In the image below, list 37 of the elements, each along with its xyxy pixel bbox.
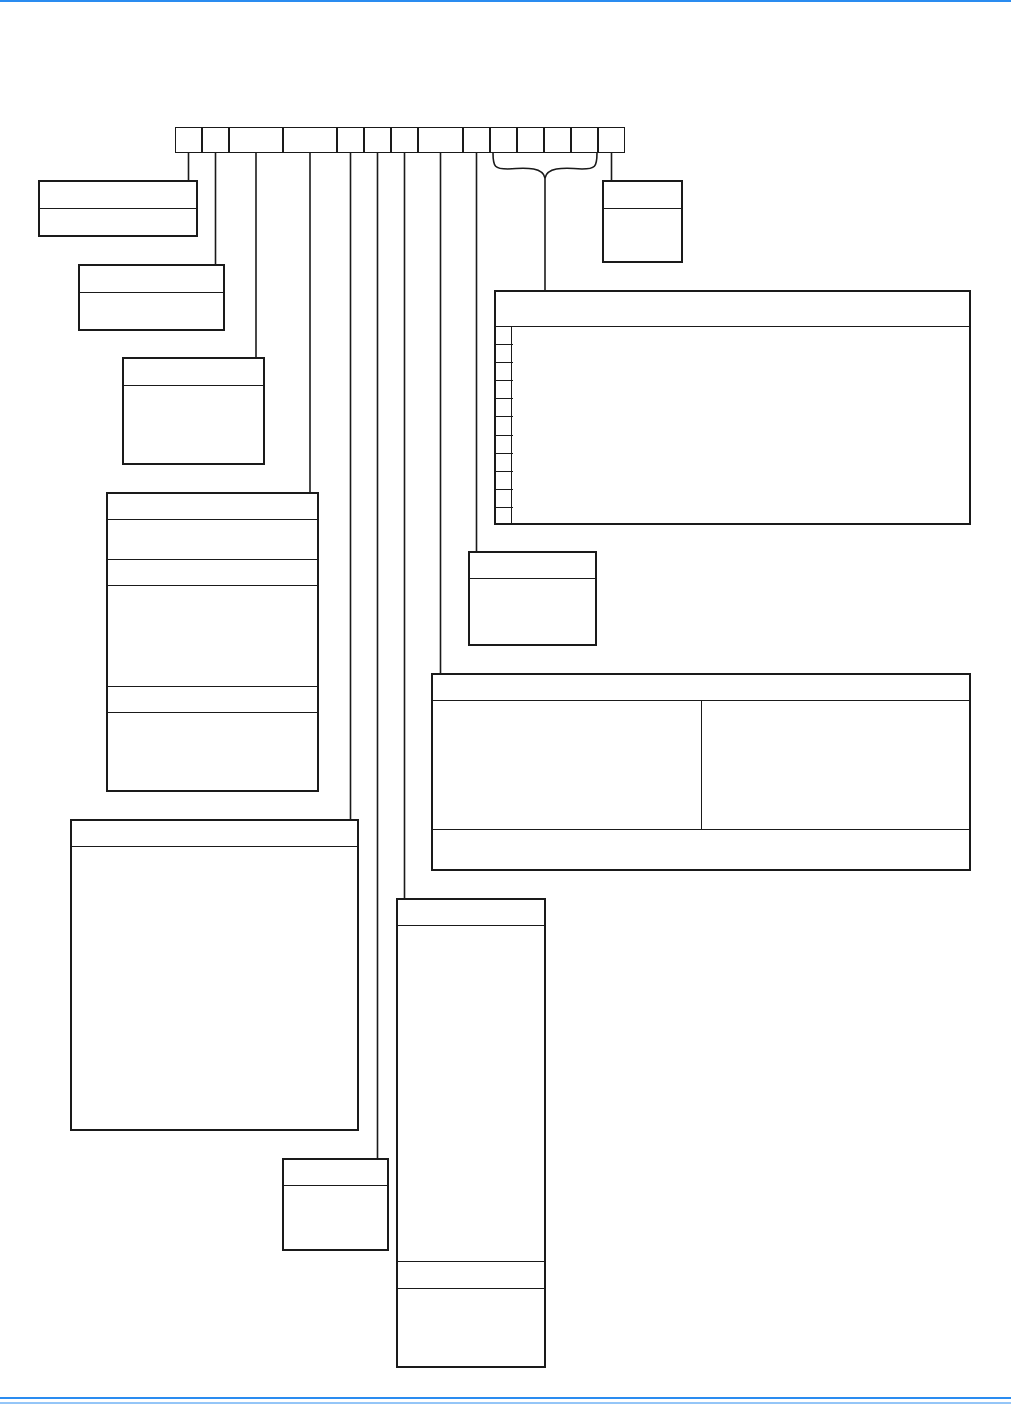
description-table: [468, 551, 597, 646]
connector-line: [255, 152, 257, 358]
code-cell: [202, 127, 229, 153]
description-table: [122, 357, 265, 465]
connector-line: [475, 152, 478, 552]
code-cell: [544, 127, 571, 153]
code-cell: [337, 127, 364, 153]
connector-line: [403, 152, 406, 899]
description-table: [282, 1158, 389, 1251]
connector-line: [610, 152, 613, 181]
code-cell: [490, 127, 517, 153]
code-cell: [418, 127, 463, 153]
description-table: [70, 819, 359, 1131]
description-table: [106, 492, 319, 792]
code-cell: [283, 127, 337, 153]
description-table: [78, 264, 225, 331]
code-cell: [463, 127, 490, 153]
code-cell: [517, 127, 544, 153]
code-cell: [598, 127, 625, 153]
code-cell: [175, 127, 202, 153]
connector-line: [187, 152, 190, 181]
connector-line: [544, 177, 546, 291]
connector-line: [309, 152, 311, 493]
code-cell: [571, 127, 598, 153]
code-cell: [391, 127, 418, 153]
connector-line: [214, 152, 217, 265]
connector-line: [349, 152, 352, 820]
code-cell: [229, 127, 283, 153]
description-table: [38, 180, 198, 237]
code-cell: [364, 127, 391, 153]
connector-line: [439, 152, 442, 674]
connector-line: [376, 152, 379, 1159]
description-table: [396, 898, 546, 1368]
curly-brace: [492, 153, 598, 178]
description-table: [494, 290, 971, 525]
description-table: [602, 180, 683, 263]
description-table: [431, 673, 971, 871]
